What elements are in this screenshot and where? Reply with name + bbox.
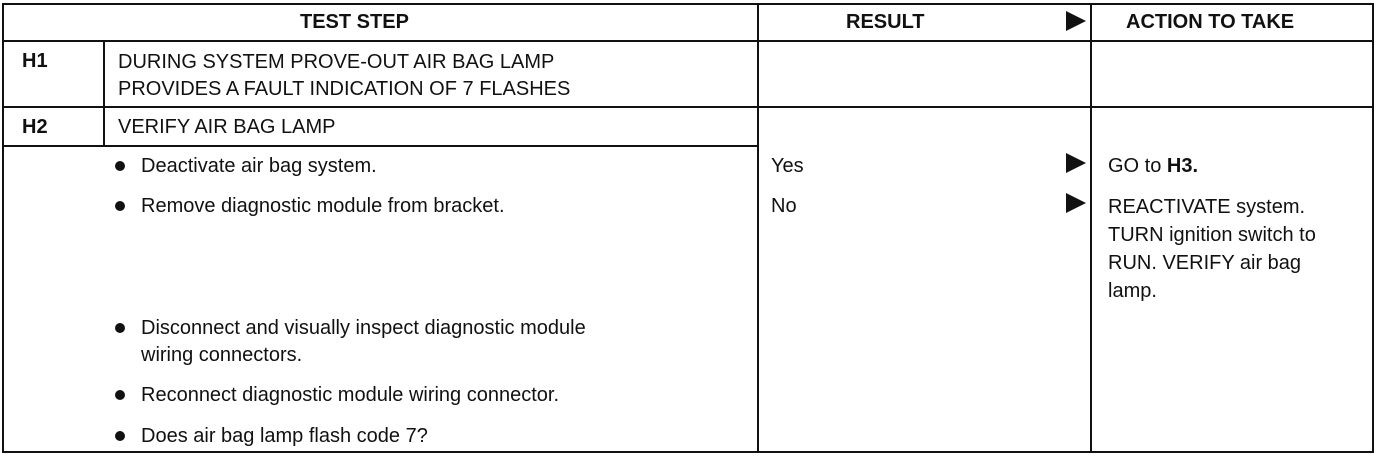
bullet-icon	[115, 201, 125, 211]
h1-title-line-1: DURING SYSTEM PROVE-OUT AIR BAG LAMP	[118, 51, 555, 73]
table-right-border	[1372, 3, 1374, 453]
bullet-icon	[115, 390, 125, 400]
h2-title-bottom-border	[2, 145, 759, 147]
action-yes-target: H3.	[1166, 155, 1199, 177]
table-bottom-border	[2, 451, 1374, 453]
step-text: Reconnect diagnostic module wiring conne…	[141, 384, 560, 406]
header-test-step: TEST STEP	[300, 11, 409, 33]
h1-row-bottom-border	[2, 106, 1374, 108]
column-divider-result-action	[1090, 3, 1092, 453]
step-text: Does air bag lamp flash code 7?	[141, 425, 428, 447]
step-id-h2: H2	[22, 116, 48, 138]
action-no-line-3: RUN. VERIFY air bag	[1108, 252, 1302, 274]
result-no: No	[771, 195, 797, 217]
bullet-icon	[115, 161, 125, 171]
step-id-h1: H1	[22, 50, 48, 72]
action-yes: GO to H3.	[1108, 153, 1198, 179]
bullet-icon	[115, 431, 125, 441]
action-no-line-2: TURN ignition switch to	[1108, 224, 1316, 246]
result-yes: Yes	[771, 155, 804, 177]
step-text: Disconnect and visually inspect diagnost…	[141, 317, 586, 339]
header-result: RESULT	[846, 11, 925, 33]
table-left-border	[2, 3, 4, 453]
id-column-divider	[103, 40, 105, 147]
action-no-line-4: lamp.	[1108, 280, 1157, 302]
h1-title-line-2: PROVIDES A FAULT INDICATION OF 7 FLASHES	[118, 78, 571, 100]
action-yes-prefix: GO to	[1108, 155, 1167, 177]
header-arrow-icon	[1066, 11, 1086, 31]
action-no-line-1: REACTIVATE system.	[1108, 196, 1306, 218]
header-bottom-border	[2, 40, 1374, 42]
column-divider-test-result	[757, 3, 759, 453]
result-yes-arrow-icon	[1066, 153, 1086, 173]
bullet-icon	[115, 323, 125, 333]
step-text: Remove diagnostic module from bracket.	[141, 195, 505, 217]
header-action: ACTION TO TAKE	[1126, 11, 1295, 33]
step-text: Deactivate air bag system.	[141, 155, 377, 177]
result-no-arrow-icon	[1066, 193, 1086, 213]
table-top-border	[2, 3, 1374, 5]
h2-title: VERIFY AIR BAG LAMP	[118, 116, 336, 138]
step-text-continued: wiring connectors.	[141, 344, 303, 366]
